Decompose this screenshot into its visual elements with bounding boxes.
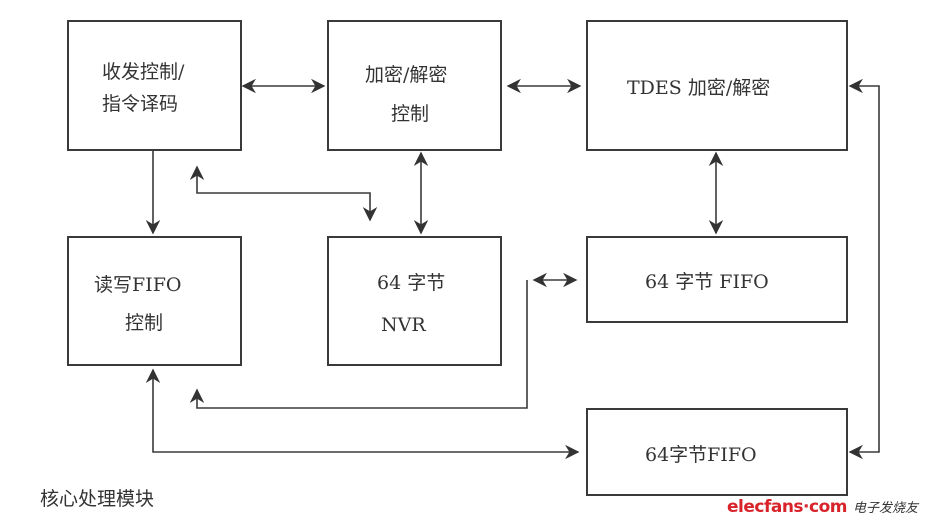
block-label: TDES 加密/解密 (627, 77, 771, 99)
watermark-cn: 电子发烧友 (852, 501, 918, 516)
block-fifo-b: 64字节FIFO (586, 408, 848, 496)
block-nvr: 64 字节 NVR (327, 236, 502, 366)
arrow-ctrl-to-nvr (189, 165, 378, 222)
block-label: 64 字节 FIFO (645, 271, 769, 293)
block-rx-tx-control: 收发控制/ 指令译码 (67, 20, 242, 151)
arrow-tdes-to-fifo-b (848, 78, 880, 460)
block-label: NVR (381, 314, 426, 336)
diagram-caption: 核心处理模块 (40, 488, 155, 510)
block-crypto-control: 加密/解密 控制 (327, 20, 502, 151)
block-label: 读写FIFO (94, 274, 182, 296)
arrow-rwfifo-to-fifo-b (145, 368, 580, 460)
block-label: 64字节FIFO (645, 444, 757, 466)
block-tdes: TDES 加密/解密 (586, 20, 848, 151)
block-label: 加密/解密 (365, 64, 448, 86)
block-label: 控制 (391, 103, 430, 125)
block-label: 控制 (125, 312, 164, 334)
block-label: 收发控制/ (102, 61, 185, 83)
block-label: 64 字节 (377, 272, 446, 294)
block-fifo-a: 64 字节 FIFO (586, 236, 848, 323)
watermark: elecfans·com 电子发烧友 (727, 497, 918, 517)
watermark-brand: elecfans·com (727, 497, 847, 517)
block-label: 指令译码 (102, 93, 179, 115)
block-rw-fifo-control: 读写FIFO 控制 (67, 236, 242, 366)
